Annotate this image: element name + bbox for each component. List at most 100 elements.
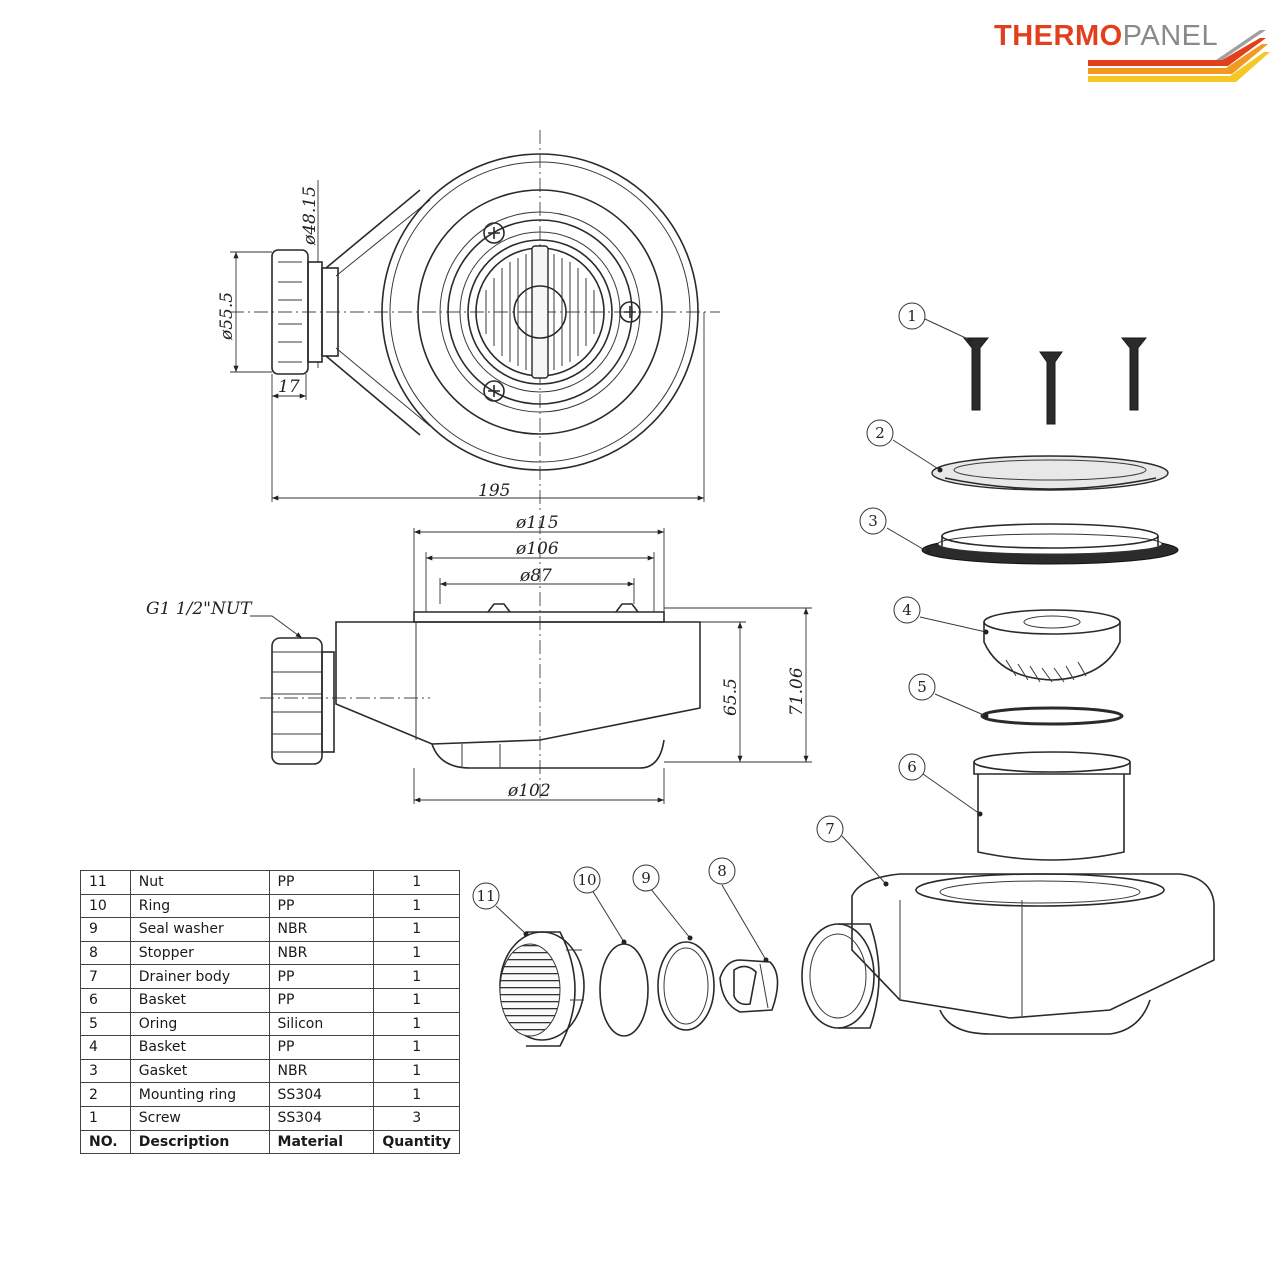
row-number: 8 [80,940,131,966]
part-basket-cylinder [973,751,1131,861]
part-screws [962,337,1148,425]
row-description: Oring [129,1011,270,1037]
dim-diameter-106: ø106 [515,539,559,559]
row-number: 6 [80,987,131,1013]
row-description: Nut [129,870,270,895]
row-material: PP [268,987,375,1013]
row-quantity: 1 [373,987,460,1013]
svg-text:5: 5 [917,678,927,696]
callout-9: 9 [632,864,660,892]
dim-diameter-115: ø115 [515,513,559,533]
row-description: Screw [129,1105,270,1131]
row-material: NBR [268,917,375,942]
row-description: Seal washer [129,917,270,942]
row-description: Ring [129,893,270,919]
callout-leaders [495,318,989,963]
part-nut [499,931,585,1047]
callout-8: 8 [708,857,736,885]
row-material: PP [268,893,375,919]
dim-width-17: 17 [278,377,300,397]
row-material: Silicon [268,1011,375,1037]
callout-4: 4 [893,596,921,624]
side-view: ø115 ø106 ø87 65.5 71.06 ø102 G1 1/2"NUT [146,513,812,804]
callout-5: 5 [908,673,936,701]
row-quantity: 1 [373,893,460,919]
row-material: NBR [268,940,375,966]
row-number: 2 [80,1082,131,1107]
row-number: 7 [80,964,131,989]
row-description: Mounting ring [129,1082,270,1107]
callout-11: 11 [472,882,500,910]
row-number: 9 [80,917,131,942]
row-material: PP [268,870,375,895]
svg-text:3: 3 [868,512,878,530]
part-basket-top [983,609,1121,683]
column-header: Description [129,1129,270,1155]
row-quantity: 1 [373,1035,460,1060]
dim-height-65: 65.5 [721,678,741,716]
row-description: Basket [129,1035,270,1060]
row-number: 4 [80,1035,131,1060]
svg-text:11: 11 [476,887,495,905]
row-material: SS304 [268,1082,375,1107]
dim-width-195: 195 [478,481,510,501]
dim-diameter-55: ø55.5 [217,292,237,341]
row-material: SS304 [268,1105,375,1131]
row-material: PP [268,1035,375,1060]
row-number: 1 [80,1105,131,1131]
callout-3: 3 [859,507,887,535]
column-header: NO. [80,1129,131,1155]
row-description: Stopper [129,940,270,966]
thermopanel-logo: THERMOPANEL [990,14,1270,94]
svg-text:8: 8 [717,862,727,880]
exploded-view: 1 2 3 4 5 6 7 8 9 10 11 [472,302,1215,1047]
svg-text:1: 1 [907,307,917,325]
row-quantity: 1 [373,870,460,895]
callout-10: 10 [573,866,601,894]
row-quantity: 3 [373,1105,460,1131]
part-gasket [921,523,1179,565]
dim-diameter-87: ø87 [519,566,552,586]
part-oring [980,706,1124,726]
svg-text:2: 2 [875,424,885,442]
callout-6: 6 [898,753,926,781]
top-outlet-nut [271,249,339,375]
svg-text:7: 7 [825,820,835,838]
svg-text:4: 4 [902,601,912,619]
row-material: PP [268,964,375,989]
column-header: Quantity [373,1129,460,1155]
svg-text:10: 10 [577,871,596,889]
row-quantity: 1 [373,1058,460,1084]
row-quantity: 1 [373,917,460,942]
grate-slots [485,254,595,370]
svg-text:6: 6 [907,758,917,776]
part-seal-washer [657,941,715,1031]
dim-height-71: 71.06 [787,667,807,716]
svg-text:9: 9 [641,869,651,887]
row-number: 3 [80,1058,131,1084]
row-description: Drainer body [129,964,270,989]
dim-diameter-102: ø102 [507,781,551,801]
logo-wordmark: THERMOPANEL [994,20,1219,52]
part-mounting-ring [931,455,1169,491]
column-header: Material [268,1129,375,1155]
row-number: 10 [80,893,131,919]
row-number: 5 [80,1011,131,1037]
row-quantity: 1 [373,964,460,989]
callout-7: 7 [816,815,844,843]
part-stopper [719,959,779,1013]
top-screw-heads [483,222,641,402]
